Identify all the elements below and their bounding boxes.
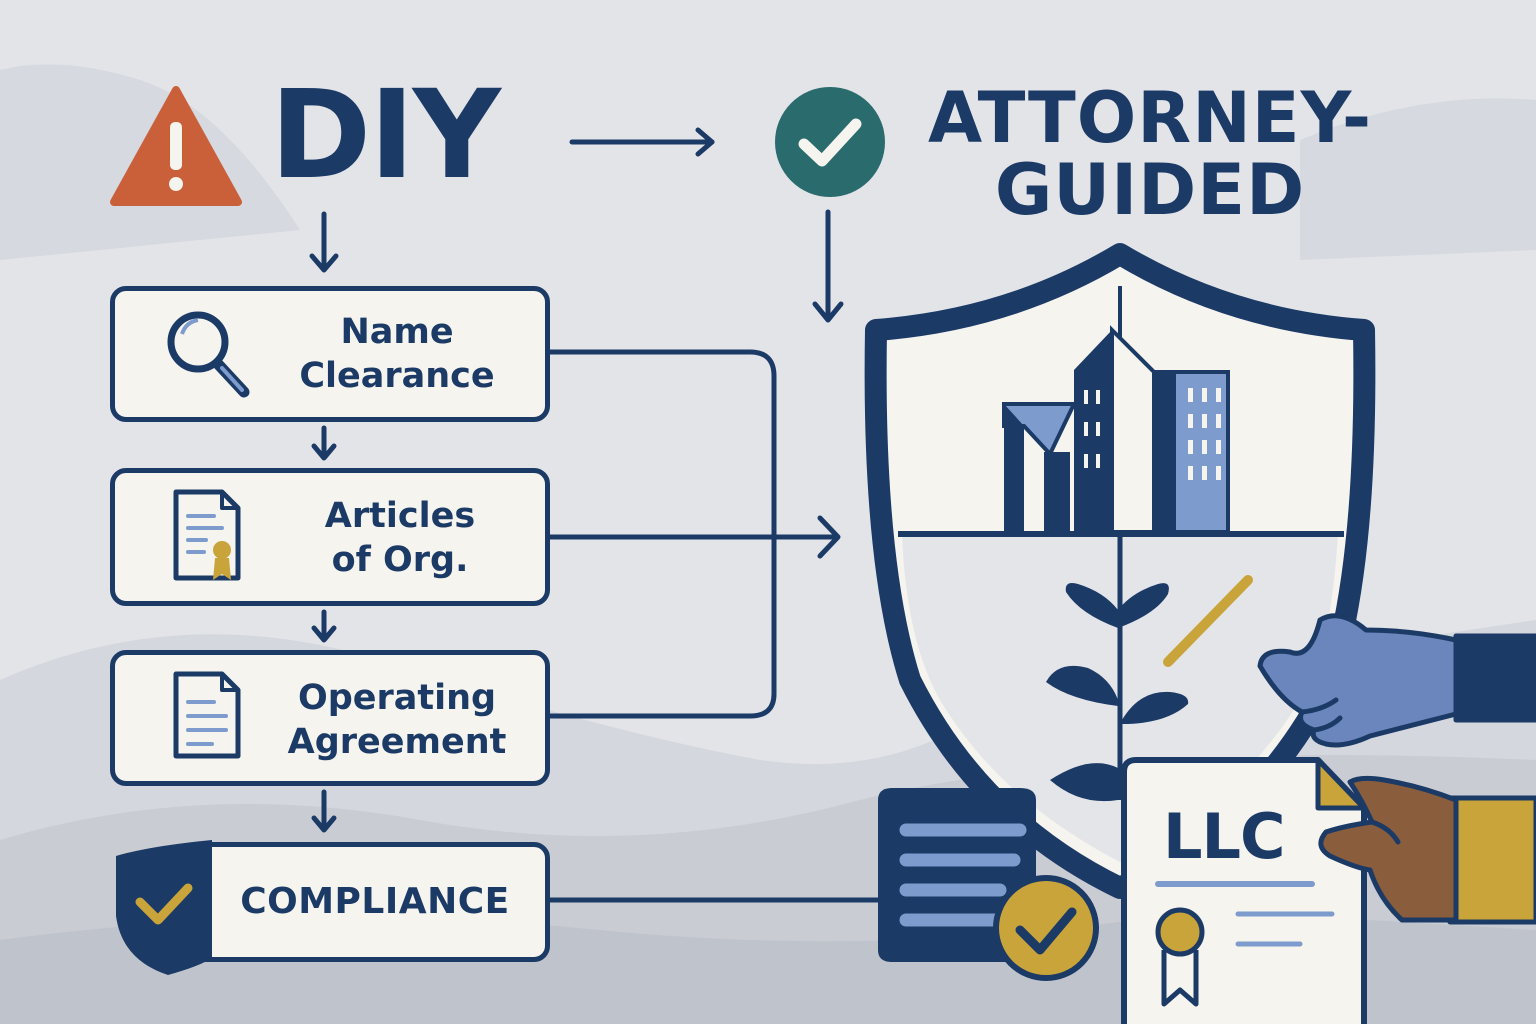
brown-hand-icon [1318, 775, 1536, 925]
blue-hand-icon [1257, 613, 1536, 748]
attorney-guided-heading: ATTORNEY- GUIDED [900, 82, 1400, 226]
step-label-compliance: COMPLIANCE [240, 881, 510, 922]
llc-label: LLC [1163, 800, 1286, 873]
attorney-heading-line2: GUIDED [994, 149, 1306, 231]
attorney-heading-line1: ATTORNEY- [927, 77, 1373, 159]
database-check-icon [878, 788, 1099, 981]
pen-stroke [1163, 575, 1253, 667]
llc-document [1121, 757, 1367, 1024]
flow-arrows [309, 127, 883, 903]
sprout-icon [1046, 534, 1189, 802]
document-icon [173, 671, 241, 759]
magnifier-icon [167, 311, 250, 398]
shield-check-icon [116, 840, 212, 975]
buildings-icon [1002, 325, 1230, 534]
certificate-document-icon [173, 489, 241, 581]
diy-heading: DIY [270, 64, 501, 206]
bracket-connector [547, 349, 777, 719]
step-compliance [185, 842, 550, 962]
seal-icon [1155, 907, 1205, 1007]
check-circle-icon [775, 87, 885, 197]
warning-icon [110, 86, 242, 206]
